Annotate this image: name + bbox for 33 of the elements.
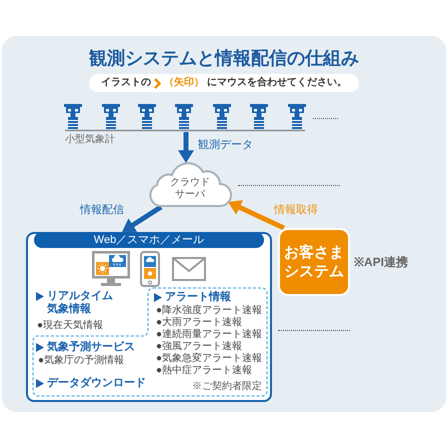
api-note: ※API連携 [354,255,408,269]
list-item: ●熱中症アラート速報 [156,365,252,377]
list-item: ●大雨アラート速報 [156,317,242,328]
arrow [226,200,286,230]
arrow [120,204,162,234]
weather-stations-illustration [62,103,308,132]
instruction-text: イラストの [101,76,151,90]
list-item: ●気象急変アラート速報 [156,353,262,364]
header-bar: Web／スマホ／メール [34,232,264,248]
list-item: ●降水強度アラート速報 [156,305,262,316]
customer-system-panel [278,228,350,296]
service-panel [26,232,272,402]
note-text: ※ご契約者限定 [192,381,262,393]
highlight-text: （矢印） [164,76,204,90]
section-heading: アラート情報 [165,291,231,304]
list-item: ●強風アラート速報 [156,341,242,352]
dashed-outline-region [32,287,268,397]
arrow [178,132,194,163]
edge-label: 情報取得 [274,204,318,217]
cloud-shape [148,162,232,208]
list-item: ●気象庁の予測情報 [38,355,124,367]
section-heading: リアルタイム気象情報 [47,290,114,316]
edge-label: 観測データ [198,139,253,152]
title: 観測システムと情報配信の仕組み [89,47,359,70]
section-heading: 気象予測サービス [47,341,135,354]
section-heading: データダウンロード [47,377,146,390]
system-label: お客さまシステム [283,243,345,281]
server-label: クラウドサーバ [169,177,211,201]
instruction-text: にマウスを合わせてください。 [207,76,347,90]
edge-label: 情報配信 [80,204,124,217]
list-item: ●連続雨量アラート速報 [156,329,262,340]
list-item: ●現在天気情報 [37,320,104,332]
station-label: 小型気象計 [65,134,115,146]
